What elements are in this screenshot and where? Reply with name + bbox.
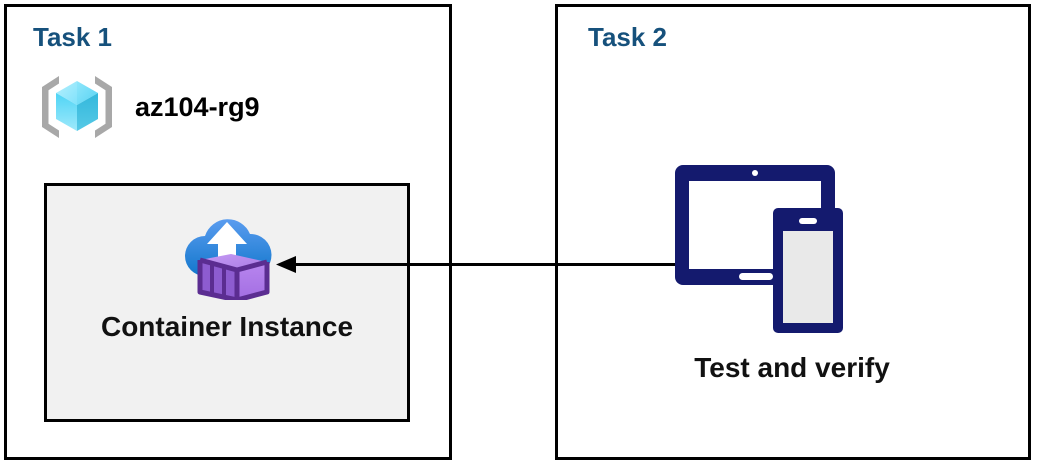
resource-group-row: az104-rg9: [35, 69, 260, 145]
resource-group-label: az104-rg9: [135, 91, 260, 122]
devices-group: [673, 163, 867, 335]
panel-task-1: Task 1: [4, 4, 452, 460]
panel-task-2-title: Task 2: [588, 22, 668, 52]
azure-resource-group-icon: [35, 69, 119, 145]
container-instance-label: Container Instance: [100, 311, 354, 342]
container-instance-card: Container Instance: [44, 183, 410, 422]
test-and-verify-label: Test and verify: [694, 352, 890, 383]
panel-task-1-title: Task 1: [33, 22, 113, 52]
devices-tablet-phone-icon: [673, 163, 867, 335]
